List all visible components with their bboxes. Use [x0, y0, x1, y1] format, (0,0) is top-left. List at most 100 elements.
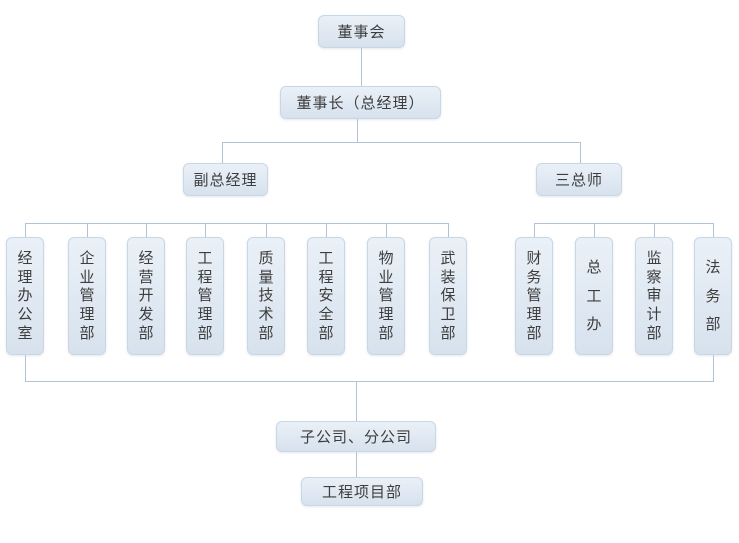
org-node-dept-char: 业 — [79, 268, 95, 286]
org-node-dept: 物业管理部 — [367, 237, 405, 355]
org-node-dept-char: 物 — [378, 249, 394, 267]
org-node-dept-char: 部 — [440, 325, 456, 343]
org-node-subsidiaries-label: 子公司、分公司 — [299, 429, 412, 446]
org-node-dept-char: 公 — [17, 306, 33, 324]
org-node-dept-char: 审 — [646, 287, 662, 305]
org-node-dept: 工程安全部 — [307, 237, 345, 355]
org-node-dept-char: 管 — [378, 287, 394, 305]
org-node-subsidiaries: 子公司、分公司 — [276, 421, 436, 452]
connector-bottom-left-drop — [25, 355, 26, 381]
org-node-three-chiefs: 三总师 — [536, 163, 622, 196]
org-node-dept-char: 经 — [17, 249, 33, 267]
connector-branch-rail — [222, 142, 581, 143]
org-node-dept-char: 理 — [17, 268, 33, 286]
connector-board-chairman — [361, 48, 362, 86]
org-node-dept-char: 程 — [318, 268, 334, 286]
org-node-dept: 总工办 — [575, 237, 613, 355]
org-node-dept-char: 经 — [138, 249, 154, 267]
org-node-three-chiefs-label: 三总师 — [554, 172, 603, 189]
org-node-vice-gm: 副总经理 — [183, 163, 268, 196]
connector-dept-tick — [386, 223, 387, 238]
connector-right-dept-rail — [534, 223, 714, 224]
org-node-dept-char: 法 — [705, 259, 721, 277]
connector-dept-tick — [146, 223, 147, 238]
org-node-dept-char: 工 — [318, 249, 334, 267]
org-node-dept-char: 务 — [526, 268, 542, 286]
org-node-project-dept: 工程项目部 — [301, 477, 423, 506]
org-node-dept-char: 财 — [526, 249, 542, 267]
connector-dept-tick — [87, 223, 88, 238]
org-node-dept-char: 技 — [258, 287, 274, 305]
connector-subsidiaries-drop — [356, 381, 357, 421]
org-node-dept-char: 全 — [318, 306, 334, 324]
org-node-dept-char: 质 — [258, 249, 274, 267]
org-node-dept: 质量技术部 — [247, 237, 285, 355]
org-node-dept-char: 室 — [17, 325, 33, 343]
org-node-dept-char: 开 — [138, 287, 154, 305]
org-node-dept-char: 察 — [646, 268, 662, 286]
org-node-dept-char: 武 — [440, 249, 456, 267]
org-node-dept-char: 管 — [79, 287, 95, 305]
org-node-dept-char: 保 — [440, 287, 456, 305]
org-node-vice-gm-label: 副总经理 — [193, 172, 258, 189]
org-node-dept-char: 部 — [258, 325, 274, 343]
org-node-dept-char: 监 — [646, 249, 662, 267]
org-node-dept-char: 企 — [79, 249, 95, 267]
connector-dept-tick — [448, 223, 449, 238]
connector-project-dept-drop — [356, 452, 357, 477]
org-node-dept-char: 部 — [378, 325, 394, 343]
org-node-dept-char: 发 — [138, 306, 154, 324]
org-node-dept-char: 业 — [378, 268, 394, 286]
connector-dept-tick — [205, 223, 206, 238]
org-node-dept-char: 理 — [79, 306, 95, 324]
org-node-dept: 企业管理部 — [68, 237, 106, 355]
org-node-dept-char: 管 — [526, 287, 542, 305]
org-node-dept-char: 计 — [646, 306, 662, 324]
org-node-dept-char: 部 — [646, 325, 662, 343]
connector-bottom-rail — [25, 381, 714, 382]
connector-bottom-right-drop — [713, 355, 714, 381]
org-node-dept-char: 部 — [705, 315, 721, 333]
org-node-dept-char: 理 — [526, 306, 542, 324]
connector-dept-tick — [326, 223, 327, 238]
org-node-dept-char: 装 — [440, 268, 456, 286]
org-node-dept-char: 安 — [318, 287, 334, 305]
org-node-dept-char: 务 — [705, 287, 721, 305]
org-node-dept-char: 办 — [17, 287, 33, 305]
connector-dept-tick — [25, 223, 26, 238]
org-node-board: 董事会 — [318, 15, 405, 48]
org-node-dept: 经营开发部 — [127, 237, 165, 355]
org-node-dept-char: 术 — [258, 306, 274, 324]
org-node-dept: 工程管理部 — [186, 237, 224, 355]
org-node-dept-char: 部 — [526, 325, 542, 343]
org-node-dept: 武装保卫部 — [429, 237, 467, 355]
org-node-dept-char: 量 — [258, 268, 274, 286]
org-node-dept-char: 工 — [197, 249, 213, 267]
org-node-dept-char: 营 — [138, 268, 154, 286]
org-node-dept-char: 部 — [138, 325, 154, 343]
org-node-dept: 监察审计部 — [635, 237, 673, 355]
org-node-dept: 法务部 — [694, 237, 732, 355]
connector-dept-tick — [713, 223, 714, 238]
org-node-chairman: 董事长（总经理） — [280, 86, 441, 119]
org-node-dept-char: 办 — [586, 315, 602, 333]
connector-vice-gm-drop — [222, 142, 223, 163]
connector-dept-tick — [266, 223, 267, 238]
org-node-board-label: 董事会 — [337, 24, 386, 41]
connector-left-dept-rail — [25, 223, 449, 224]
connector-dept-tick — [654, 223, 655, 238]
org-node-chairman-label: 董事长（总经理） — [296, 95, 425, 112]
org-node-dept-char: 管 — [197, 287, 213, 305]
org-node-dept-char: 部 — [197, 325, 213, 343]
connector-dept-tick — [594, 223, 595, 238]
org-node-dept-char: 工 — [586, 287, 602, 305]
org-node-dept-char: 理 — [378, 306, 394, 324]
org-node-dept: 经理办公室 — [6, 237, 44, 355]
org-node-dept-char: 程 — [197, 268, 213, 286]
org-node-dept-char: 理 — [197, 306, 213, 324]
connector-dept-tick — [534, 223, 535, 238]
org-node-dept-char: 部 — [79, 325, 95, 343]
connector-three-chiefs-drop — [580, 142, 581, 163]
org-node-dept-char: 总 — [586, 259, 602, 277]
